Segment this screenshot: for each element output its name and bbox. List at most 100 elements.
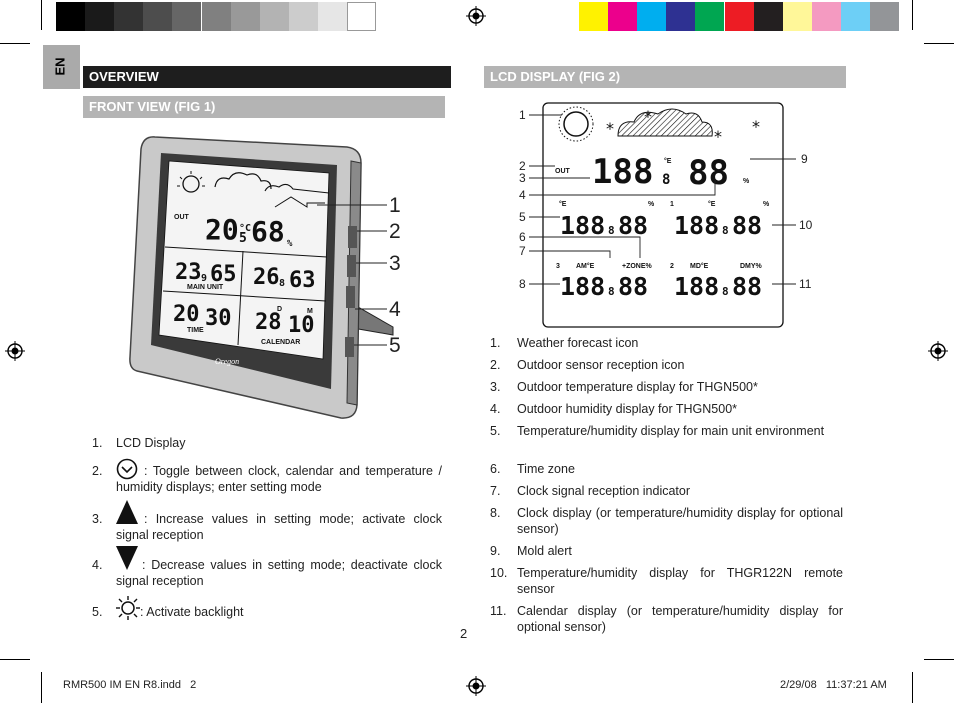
item-number: 1. bbox=[92, 436, 103, 450]
grayscale-swatch bbox=[172, 2, 202, 31]
item-text: Outdoor temperature display for THGN500* bbox=[517, 380, 758, 394]
item-number: 9. bbox=[490, 544, 501, 558]
lcd2-main-temp: 188 bbox=[560, 211, 605, 240]
lcd-callout-6: 6 bbox=[519, 230, 526, 244]
lcd-main-temp-dec: 9 bbox=[201, 273, 207, 284]
overview-header: OVERVIEW bbox=[83, 66, 451, 88]
color-swatch bbox=[870, 2, 899, 31]
item-number: 5. bbox=[490, 424, 501, 438]
color-swatch bbox=[637, 2, 667, 31]
grayscale-swatch bbox=[85, 2, 115, 31]
lcd-main-hum: 65 bbox=[210, 262, 237, 287]
lcd2-ch2-label: 2 bbox=[670, 263, 674, 270]
item-text: : Activate backlight bbox=[140, 605, 244, 619]
item-number: 8. bbox=[490, 506, 501, 520]
lcd2-cal-dec: 8 bbox=[722, 285, 729, 298]
item-text: Temperature/humidity display for main un… bbox=[517, 424, 825, 438]
registration-mark-icon bbox=[5, 341, 25, 361]
front-callout-2: 2 bbox=[389, 220, 401, 243]
crop-mark bbox=[924, 43, 954, 44]
color-swatch bbox=[695, 2, 725, 31]
color-swatch bbox=[724, 2, 754, 31]
lcd-ch-temp-dec: 8 bbox=[279, 278, 285, 289]
lcd-ch-hum: 63 bbox=[289, 268, 316, 293]
lcd2-zone-label: +ZONE% bbox=[622, 263, 653, 270]
grayscale-swatch bbox=[114, 2, 144, 31]
lcd-display-figure: **** OUT 188 °E 8 88 % °E 188 8 88 % 1 °… bbox=[519, 102, 813, 328]
front-callout-3: 3 bbox=[389, 252, 401, 275]
grayscale-swatch bbox=[56, 2, 85, 31]
lcd-cal-d-label: D bbox=[277, 306, 282, 313]
lcd2-big-temp: 188 bbox=[592, 152, 653, 192]
item-number: 2. bbox=[490, 358, 501, 372]
svg-text:*: * bbox=[714, 127, 722, 146]
svg-text:*: * bbox=[752, 117, 760, 136]
lcd-callout-11: 11 bbox=[799, 277, 812, 291]
item-text: Outdoor humidity display for THGN500* bbox=[517, 402, 738, 416]
svg-text:*: * bbox=[606, 119, 614, 138]
grayscale-swatch bbox=[347, 2, 376, 31]
item-number: 4. bbox=[490, 402, 501, 416]
lcd-main-temp: 23 bbox=[175, 260, 202, 285]
lcd-callout-4: 4 bbox=[519, 188, 526, 202]
sun-backlight-icon bbox=[116, 596, 140, 620]
lcd2-clock-a: 188 bbox=[560, 272, 605, 301]
lcd2-ch3-label: 3 bbox=[556, 263, 560, 270]
list-item: 3. : Increase values in setting mode; ac… bbox=[92, 500, 442, 542]
list-item: 2. : Toggle between clock, calendar and … bbox=[92, 458, 442, 498]
lcd-out-hum-unit: % bbox=[287, 239, 293, 249]
front-callout-5: 5 bbox=[389, 334, 401, 357]
item-text: Calendar display (or temperature/humidit… bbox=[517, 604, 843, 634]
item-number: 11. bbox=[490, 604, 507, 618]
item-text: Mold alert bbox=[517, 544, 572, 558]
color-swatch bbox=[608, 2, 638, 31]
registration-mark-icon bbox=[928, 341, 948, 361]
color-swatch bbox=[811, 2, 841, 31]
list-item: 1. LCD Display bbox=[92, 435, 442, 451]
item-text: Outdoor sensor reception icon bbox=[517, 358, 685, 372]
lcd-out-temp-dec: 5 bbox=[239, 231, 247, 246]
lcd-cal-m-label: M bbox=[307, 308, 313, 315]
item-text: : Toggle between clock, calendar and tem… bbox=[116, 464, 442, 494]
lcd2-clock-dec: 8 bbox=[608, 285, 615, 298]
item-number: 3. bbox=[92, 512, 103, 526]
lcd2-cal-b: 88 bbox=[732, 272, 762, 301]
brand-logo: Oregon bbox=[215, 357, 239, 366]
up-triangle-icon bbox=[116, 500, 138, 524]
lcd2-main-hum: 88 bbox=[618, 211, 648, 240]
lcd-callout-8: 8 bbox=[519, 277, 526, 291]
lcd2-ch1-label: 1 bbox=[670, 201, 674, 208]
item-text: Time zone bbox=[517, 462, 575, 476]
lcd2-ch1-hum: 88 bbox=[732, 211, 762, 240]
language-tab: EN bbox=[43, 45, 80, 89]
color-swatch bbox=[666, 2, 696, 31]
lcd-callout-9: 9 bbox=[801, 152, 808, 166]
lcd-time-min: 30 bbox=[205, 306, 232, 331]
grayscale-swatch bbox=[230, 2, 260, 31]
lcd-out-label: OUT bbox=[174, 214, 190, 221]
svg-text:*: * bbox=[644, 107, 652, 126]
clock-icon bbox=[116, 458, 138, 480]
color-swatch bbox=[753, 2, 783, 31]
registration-mark-icon bbox=[466, 6, 486, 26]
lcd2-big-temp-dec: 8 bbox=[662, 172, 670, 188]
item-text: Weather forecast icon bbox=[517, 336, 639, 350]
lcd2-main-hum-unit: % bbox=[648, 201, 655, 208]
lcd-display-header: LCD DISPLAY (FIG 2) bbox=[484, 66, 846, 88]
lcd2-ch1-temp: 188 bbox=[674, 211, 719, 240]
crop-mark bbox=[924, 659, 954, 660]
lcd2-am-label: AM°E bbox=[576, 262, 595, 270]
color-swatch bbox=[840, 2, 870, 31]
lcd-callout-3: 3 bbox=[519, 171, 526, 185]
item-number: 2. bbox=[92, 464, 103, 478]
crop-mark bbox=[41, 672, 42, 703]
lcd-out-hum: 68 bbox=[251, 215, 285, 248]
footer-timestamp: 2/29/08 11:37:21 AM bbox=[780, 679, 887, 691]
lcd-cal-day: 28 bbox=[255, 310, 282, 335]
lcd-time-label: TIME bbox=[187, 327, 204, 334]
list-item: 5. : Activate backlight bbox=[92, 596, 442, 620]
lcd-callout-10: 10 bbox=[799, 218, 813, 232]
crop-mark bbox=[912, 672, 913, 703]
lcd2-out-label: OUT bbox=[555, 168, 571, 175]
lcd2-clock-b: 88 bbox=[618, 272, 648, 301]
